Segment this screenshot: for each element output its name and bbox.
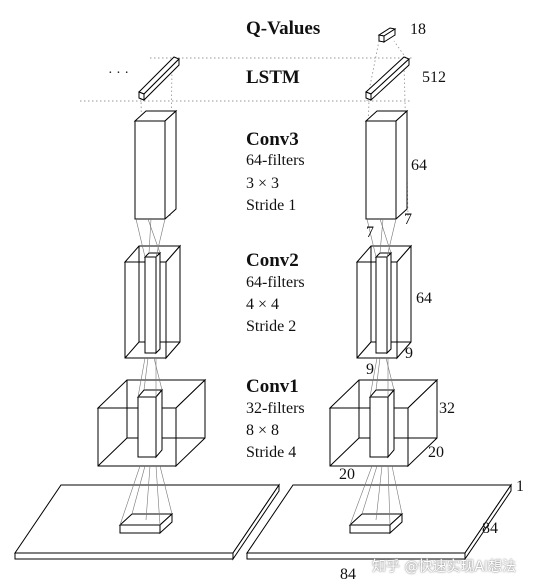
input-height: 84 [340, 566, 356, 583]
conv1-projection-left [137, 357, 163, 398]
conv2-block-right [355, 244, 413, 360]
conv1-height: 20 [339, 466, 355, 483]
conv3-kernel: 3 × 3 [246, 175, 280, 192]
lstm-size: 512 [422, 69, 446, 86]
watermark-text: 知乎 @快速实现AI想法 [372, 559, 517, 575]
input-slab-left [14, 483, 280, 561]
input-width: 84 [482, 520, 498, 537]
conv1-depth: 32 [439, 400, 455, 417]
conv1-title: Conv1 [246, 376, 299, 397]
conv2-block-left [123, 244, 182, 360]
conv3-block-left [133, 109, 178, 221]
conv3-width: 7 [404, 211, 412, 228]
lstm-bar-left [138, 56, 180, 102]
conv1-block-left [96, 378, 207, 468]
conv1-width: 20 [428, 444, 444, 461]
conv1-projection-right [369, 357, 395, 398]
conv2-stride: Stride 2 [246, 318, 297, 335]
conv2-projection-left [135, 218, 166, 258]
input-projection-right [349, 465, 403, 526]
conv2-title: Conv2 [246, 250, 299, 271]
input-depth: 1 [516, 478, 524, 495]
conv2-height: 9 [366, 361, 374, 378]
input-projection-left [119, 465, 173, 526]
lstm-bar-right [365, 56, 410, 102]
q-values-bar [377, 27, 397, 43]
conv3-stride: Stride 1 [246, 197, 297, 214]
input-slab-right [246, 483, 512, 561]
conv3-filters: 64-filters [246, 152, 305, 169]
conv2-depth: 64 [416, 290, 432, 307]
conv3-height: 7 [366, 224, 374, 241]
conv1-block-right [328, 378, 439, 468]
ellipsis-label: · · · [108, 66, 129, 81]
conv2-kernel: 4 × 4 [246, 296, 280, 313]
q-values-size: 18 [410, 21, 426, 38]
conv3-title: Conv3 [246, 129, 299, 150]
q-values-title: Q-Values [246, 18, 321, 39]
conv3-block-right [364, 109, 409, 221]
conv1-filters: 32-filters [246, 400, 305, 417]
conv3-depth: 64 [411, 157, 427, 174]
lstm-title: LSTM [246, 67, 300, 88]
conv2-width: 9 [405, 345, 413, 362]
conv2-filters: 64-filters [246, 274, 305, 291]
conv2-projection-right [366, 218, 397, 258]
conv1-stride: Stride 4 [246, 444, 297, 461]
conv1-kernel: 8 × 8 [246, 422, 280, 439]
